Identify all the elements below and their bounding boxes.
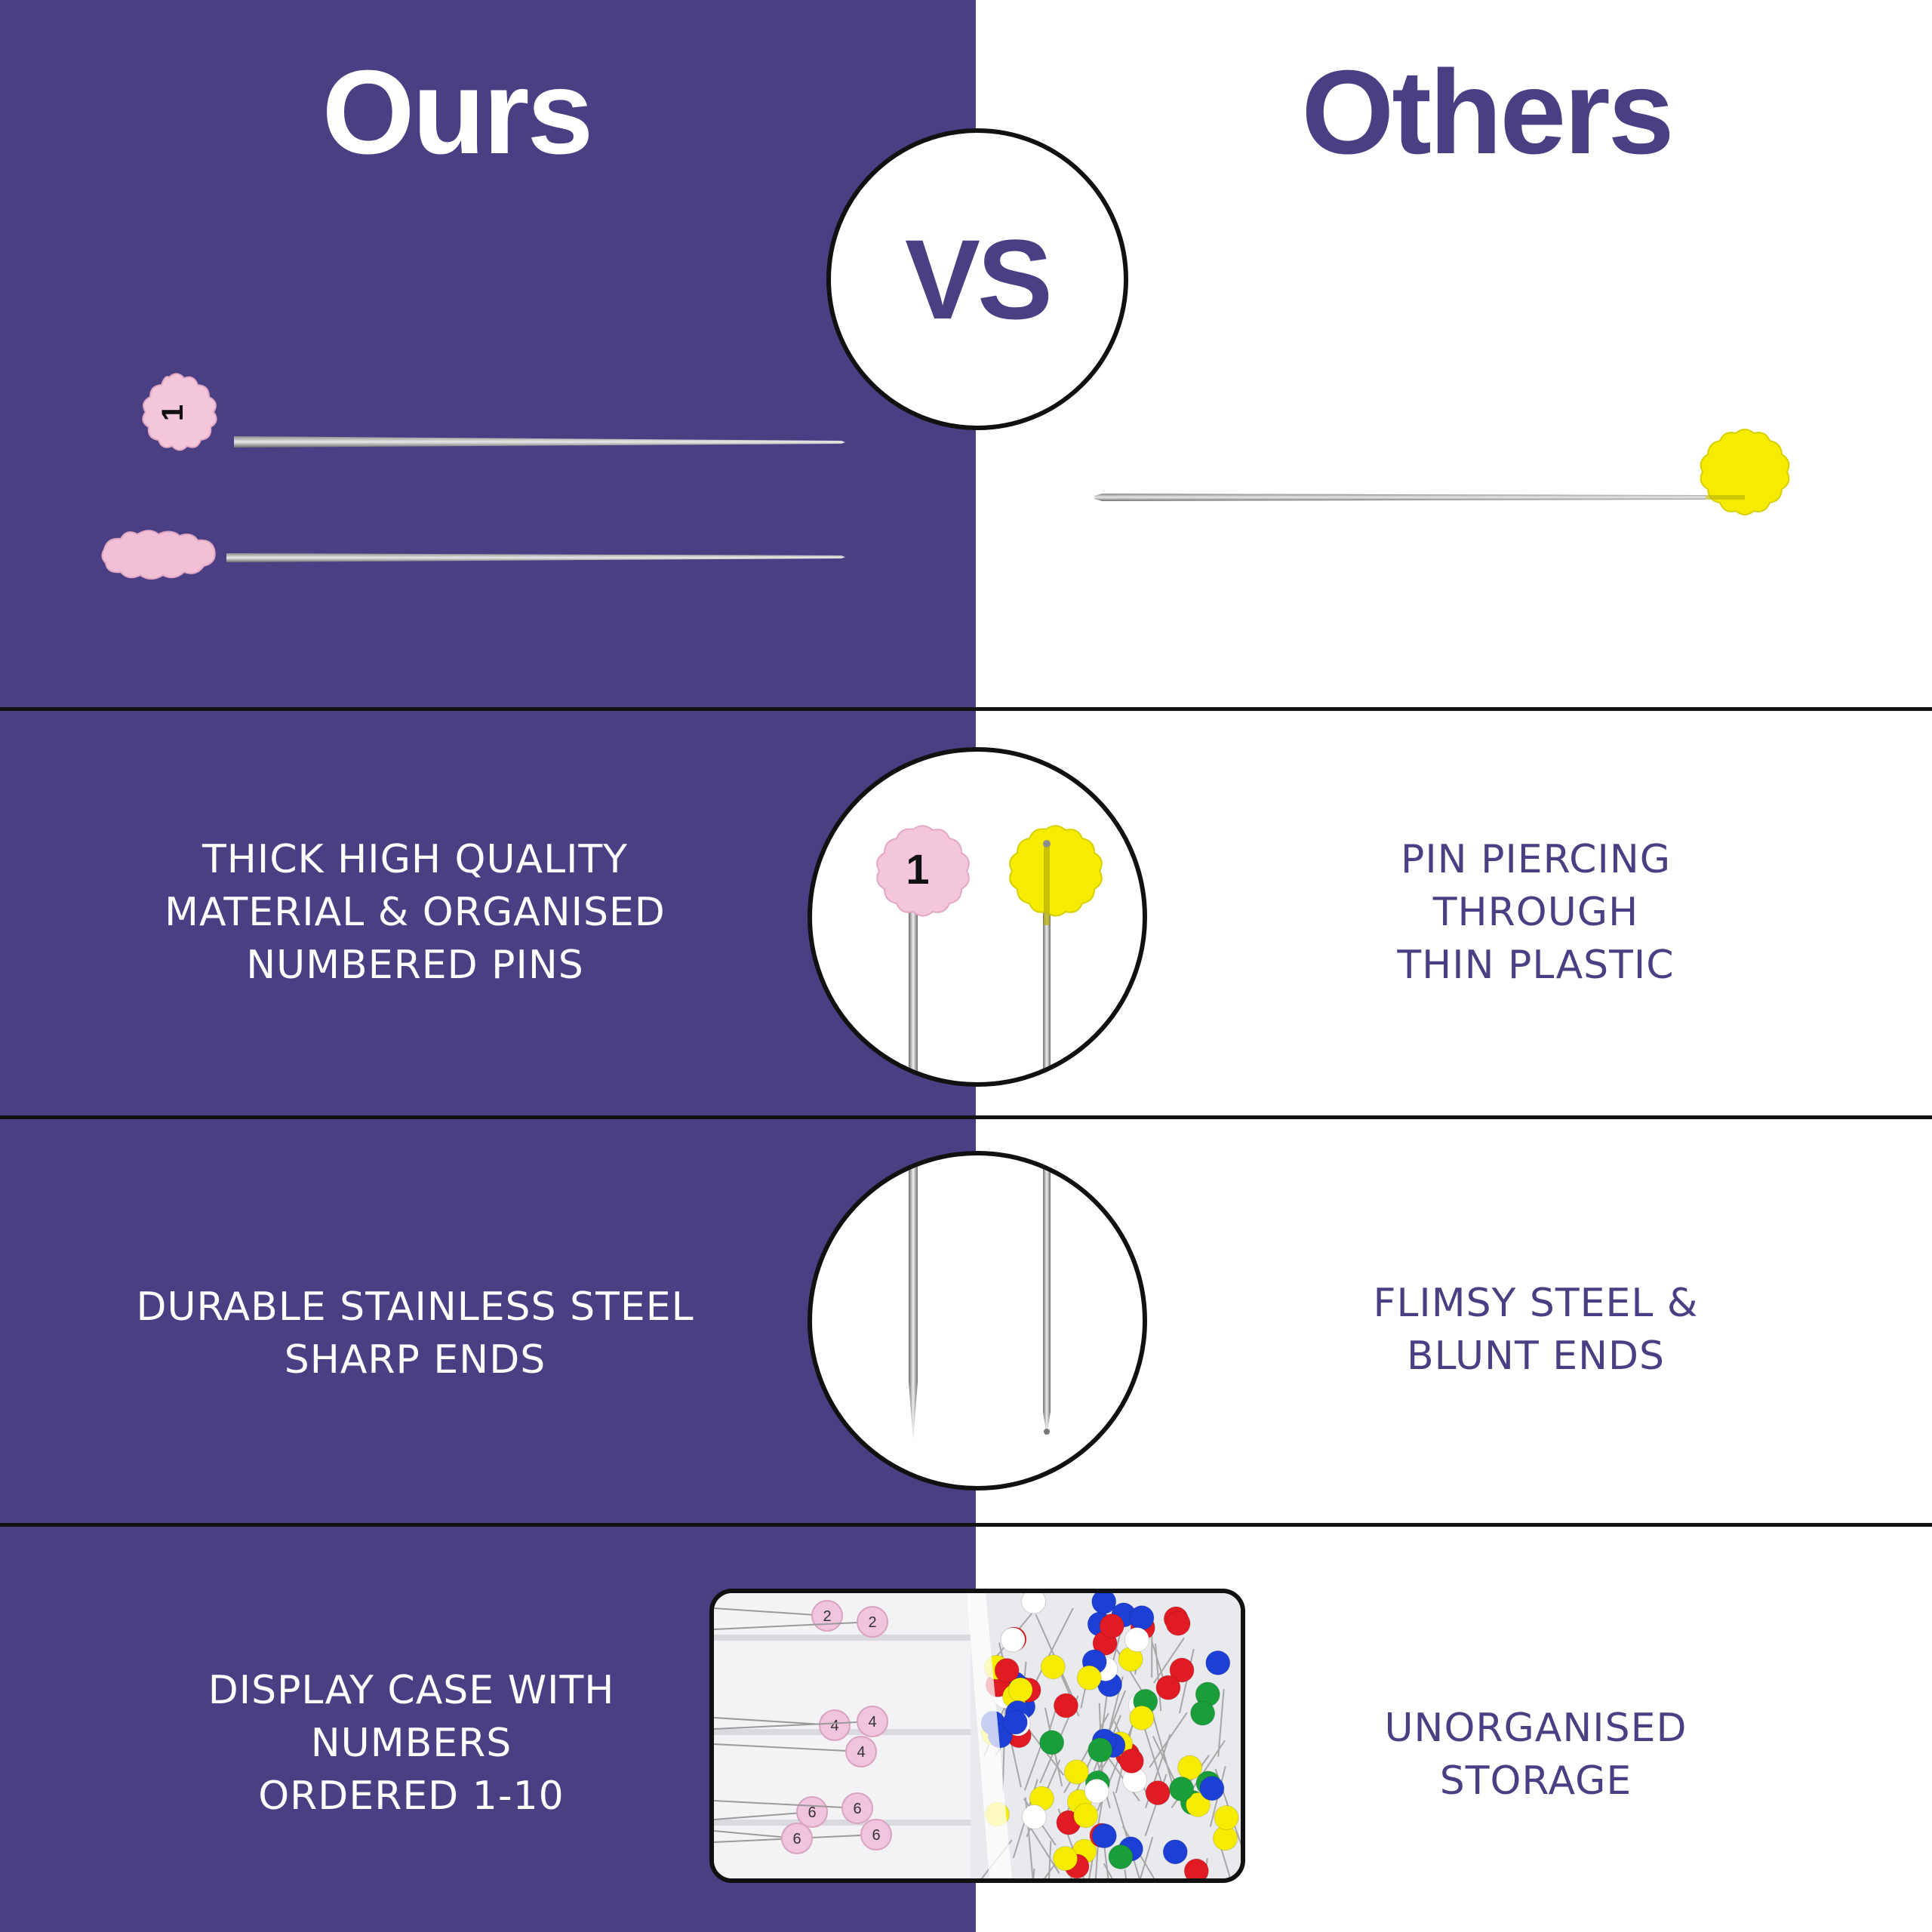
ours-feature-storage: DISPLAY CASE WITH NUMBERS ORDERED 1-10 [208, 1668, 615, 1819]
row-divider [0, 707, 1932, 711]
case-pin-number: 6 [808, 1804, 816, 1821]
others-feature-material: PIN PIERCING THROUGH THIN PLASTIC [1397, 837, 1675, 988]
ours-pins-image: 1 [101, 373, 845, 580]
pin-head-comparison-circle: 1 [808, 747, 1147, 1087]
pin-tips-comparison-image [909, 1155, 1051, 1441]
pin-number: 1 [906, 845, 929, 893]
pink-flower-head-icon [876, 825, 970, 917]
others-heading: Others [1301, 46, 1674, 179]
case-pin-number: 4 [868, 1714, 876, 1730]
pin-heads-comparison-image: 1 [876, 825, 1103, 1082]
case-pin-number: 6 [872, 1827, 880, 1844]
row-divider [0, 1523, 1932, 1527]
pin-number: 1 [156, 405, 189, 421]
ours-feature-material: THICK HIGH QUALITY MATERIAL & ORGANISED … [165, 837, 666, 988]
ours-heading: Ours [321, 46, 594, 179]
others-feature-steel: FLIMSY STEEL & BLUNT ENDS [1373, 1281, 1699, 1379]
case-pin-number: 4 [830, 1718, 838, 1734]
pink-pin-side [101, 530, 845, 580]
others-feature-storage: UNORGANISED STORAGE [1384, 1706, 1687, 1804]
case-pin-number: 2 [868, 1614, 876, 1631]
yellow-flower-head-icon [1700, 429, 1790, 515]
pin-tip-comparison-circle [808, 1151, 1147, 1491]
case-pin-number: 4 [857, 1744, 865, 1761]
pink-pin-top: 1 [142, 373, 845, 451]
row-divider [0, 1115, 1932, 1119]
ours-feature-steel: DURABLE STAINLESS STEEL SHARP ENDS [136, 1284, 694, 1383]
case-pin-number: 2 [823, 1608, 831, 1625]
case-pin-number: 6 [792, 1831, 801, 1847]
others-pin-image [1094, 429, 1790, 515]
pink-flower-head-icon [142, 373, 217, 451]
case-pin-number: 6 [853, 1801, 861, 1817]
yellow-flower-head-icon [1009, 825, 1103, 917]
vs-badge: VS [826, 128, 1128, 430]
vs-label: VS [904, 215, 1053, 343]
